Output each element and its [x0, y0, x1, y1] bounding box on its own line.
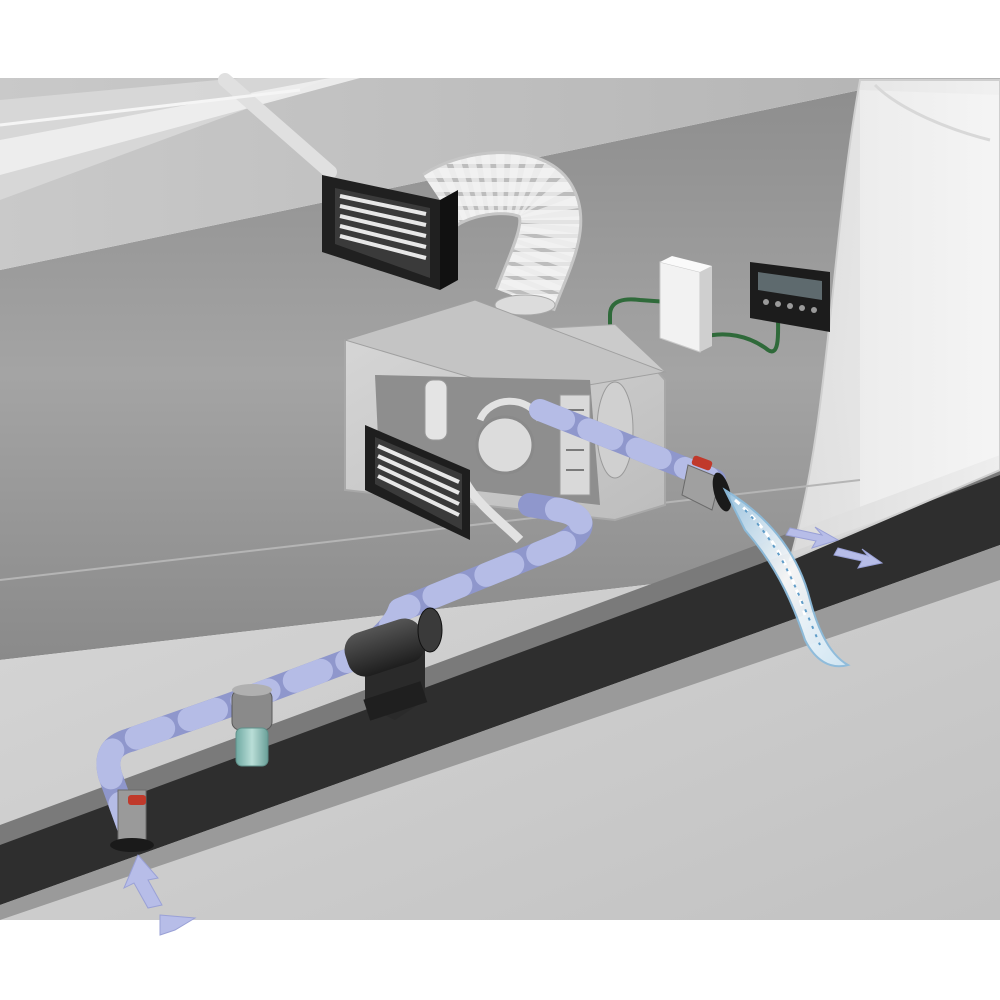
panel-button: [787, 303, 793, 309]
duct-rail: [0, 78, 360, 175]
keel-channel: [0, 470, 1000, 905]
panel-button: [811, 307, 817, 313]
water-in-arrow: [123, 854, 163, 909]
water-discharge-jet: [722, 487, 851, 668]
electrical-control-box: [659, 256, 712, 353]
water-out-arrow: [785, 526, 840, 549]
supply-air-grille: [322, 175, 458, 290]
panel-button: [799, 305, 805, 311]
seawater-pump: [344, 607, 443, 721]
overboard-discharge: [681, 455, 732, 512]
valve-handle: [691, 455, 713, 471]
discharge-hose-stripe: [529, 399, 726, 491]
control-wiring: [608, 297, 781, 405]
compressor: [424, 379, 448, 441]
cabin-partition: [788, 79, 1000, 562]
ceiling-duct: [0, 73, 360, 200]
keel-lower-edge: [0, 545, 1000, 920]
strainer: [231, 684, 273, 767]
return-air-grille: [365, 425, 470, 540]
water-out-arrow: [833, 547, 884, 569]
flow-arrows: [123, 526, 884, 936]
cabin-ceiling: [0, 78, 1000, 270]
panel-button: [775, 301, 781, 307]
water-in-arrow: [159, 914, 197, 936]
panel-button: [763, 299, 769, 305]
valve-handle: [128, 795, 146, 805]
flexible-air-duct: [422, 151, 583, 316]
condenser-coil: [475, 415, 535, 475]
digital-control-panel: [750, 262, 830, 332]
duct-highlight: [0, 88, 301, 127]
intake-seacock: [110, 789, 154, 852]
partition-highlight: [873, 83, 991, 142]
